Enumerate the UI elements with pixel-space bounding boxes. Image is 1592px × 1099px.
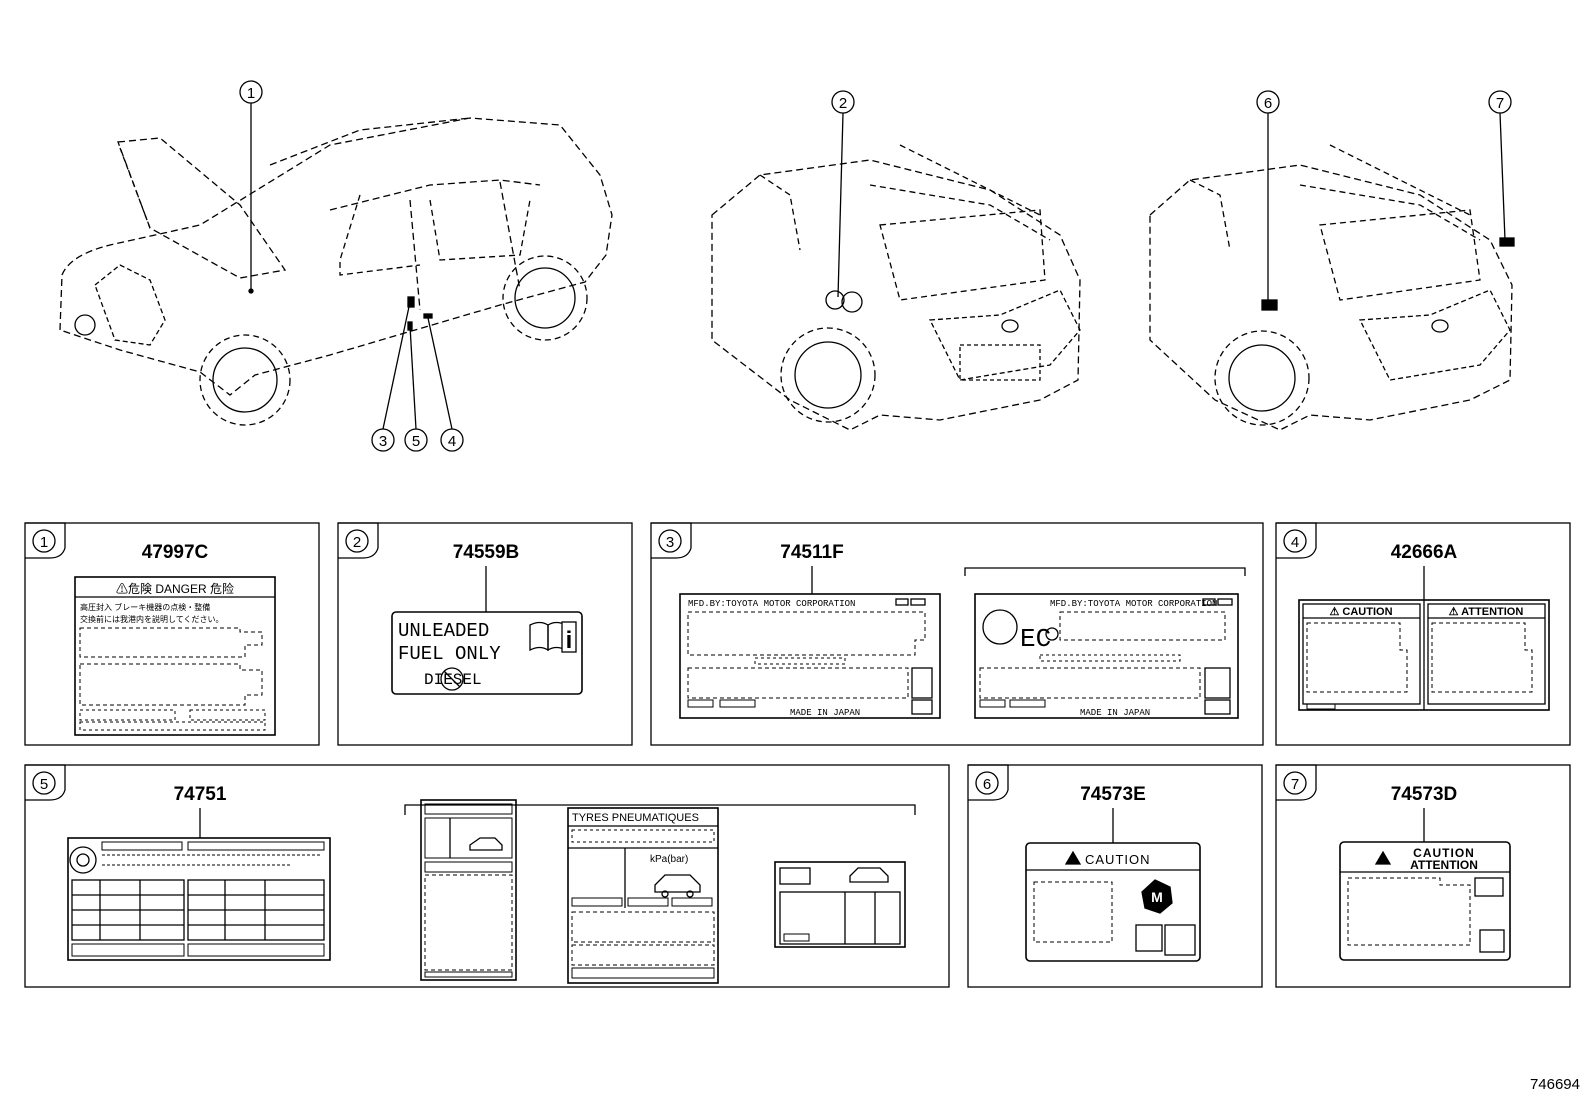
- part-number-74559B: 74559B: [453, 542, 520, 563]
- svg-text:5: 5: [40, 776, 48, 793]
- callout-6: 6: [1256, 90, 1280, 300]
- caution-text-6: CAUTION: [1085, 852, 1151, 867]
- fuel-only-text: FUEL ONLY: [398, 643, 501, 665]
- svg-text:交換前には我港内を説明してください。: 交換前には我港内を説明してください。: [80, 614, 224, 624]
- callout-5: 5: [404, 325, 428, 452]
- part-number-42666A: 42666A: [1391, 542, 1458, 563]
- svg-text:7: 7: [1496, 95, 1504, 112]
- mfd-text-b: MFD.BY:TOYOTA MOTOR CORPORATION: [1050, 599, 1217, 609]
- panel-5: 5 74751 TYRES PNEUMATIQUES kPa(bar): [24, 764, 950, 988]
- svg-text:3: 3: [379, 433, 387, 450]
- car-rear-view-hatch: [1149, 144, 1515, 431]
- made-in-japan-a: MADE IN JAPAN: [790, 708, 860, 718]
- svg-text:3: 3: [666, 534, 674, 551]
- svg-text:6: 6: [1264, 95, 1272, 112]
- callout-2: 2: [831, 90, 855, 298]
- svg-text:2: 2: [353, 534, 361, 551]
- part-number-74573E: 74573E: [1080, 784, 1146, 805]
- panel-6: 6 74573E CAUTION M: [967, 764, 1263, 988]
- mfd-text-a: MFD.BY:TOYOTA MOTOR CORPORATION: [688, 599, 855, 609]
- danger-header: ⚠危険 DANGER 危险: [116, 581, 234, 596]
- kpa-text: kPa(bar): [650, 854, 688, 865]
- attention-text: ⚠ ATTENTION: [1449, 606, 1524, 618]
- svg-text:1: 1: [40, 534, 48, 551]
- panel-2: 2 74559B UNLEADED FUEL ONLY DIESEL i: [337, 522, 633, 746]
- svg-text:5: 5: [412, 433, 420, 450]
- ec-mark: EC: [1020, 624, 1051, 654]
- callout-7: 7: [1488, 90, 1512, 241]
- part-number-74751: 74751: [174, 784, 227, 805]
- car-rear-view-fuel: [711, 144, 1081, 431]
- book-info-icon: i: [529, 621, 577, 654]
- part-number-74573D: 74573D: [1391, 784, 1458, 805]
- m-badge: M: [1151, 889, 1163, 905]
- panel-3: 3 74511F MFD.BY:TOYOTA MOTOR CORPORATION…: [650, 522, 1264, 746]
- panel-7: 7 74573D CAUTION ATTENTION: [1275, 764, 1571, 988]
- caution-text: ⚠ CAUTION: [1329, 606, 1392, 618]
- callout-3: 3: [371, 301, 411, 452]
- svg-text:7: 7: [1291, 776, 1299, 793]
- car-front-view: [59, 117, 613, 426]
- callout-1: 1: [239, 80, 263, 289]
- made-in-japan-b: MADE IN JAPAN: [1080, 708, 1150, 718]
- unleaded-text: UNLEADED: [398, 620, 489, 642]
- panel-1: 1 47997C ⚠危険 DANGER 危险 高圧封入 ブレーキ機器の点検・整備…: [24, 522, 320, 746]
- svg-text:4: 4: [1291, 534, 1299, 551]
- svg-text:1: 1: [247, 85, 255, 102]
- svg-text:2: 2: [839, 95, 847, 112]
- panel-4: 4 42666A ⚠ CAUTION ⚠ ATTENTION: [1275, 522, 1571, 746]
- part-number-47997C: 47997C: [142, 542, 209, 563]
- attention-text-7: ATTENTION: [1410, 858, 1478, 872]
- svg-text:4: 4: [448, 433, 456, 450]
- caution-text-7: CAUTION: [1413, 846, 1475, 860]
- callout-4: 4: [427, 317, 464, 452]
- svg-text:高圧封入 ブレーキ機器の点検・整備: 高圧封入 ブレーキ機器の点検・整備: [80, 602, 210, 612]
- svg-text:6: 6: [983, 776, 991, 793]
- svg-text:i: i: [566, 627, 573, 654]
- tyres-text: TYRES PNEUMATIQUES: [572, 812, 699, 824]
- part-number-74511F: 74511F: [780, 542, 843, 563]
- figure-id: 746694: [1529, 1076, 1580, 1093]
